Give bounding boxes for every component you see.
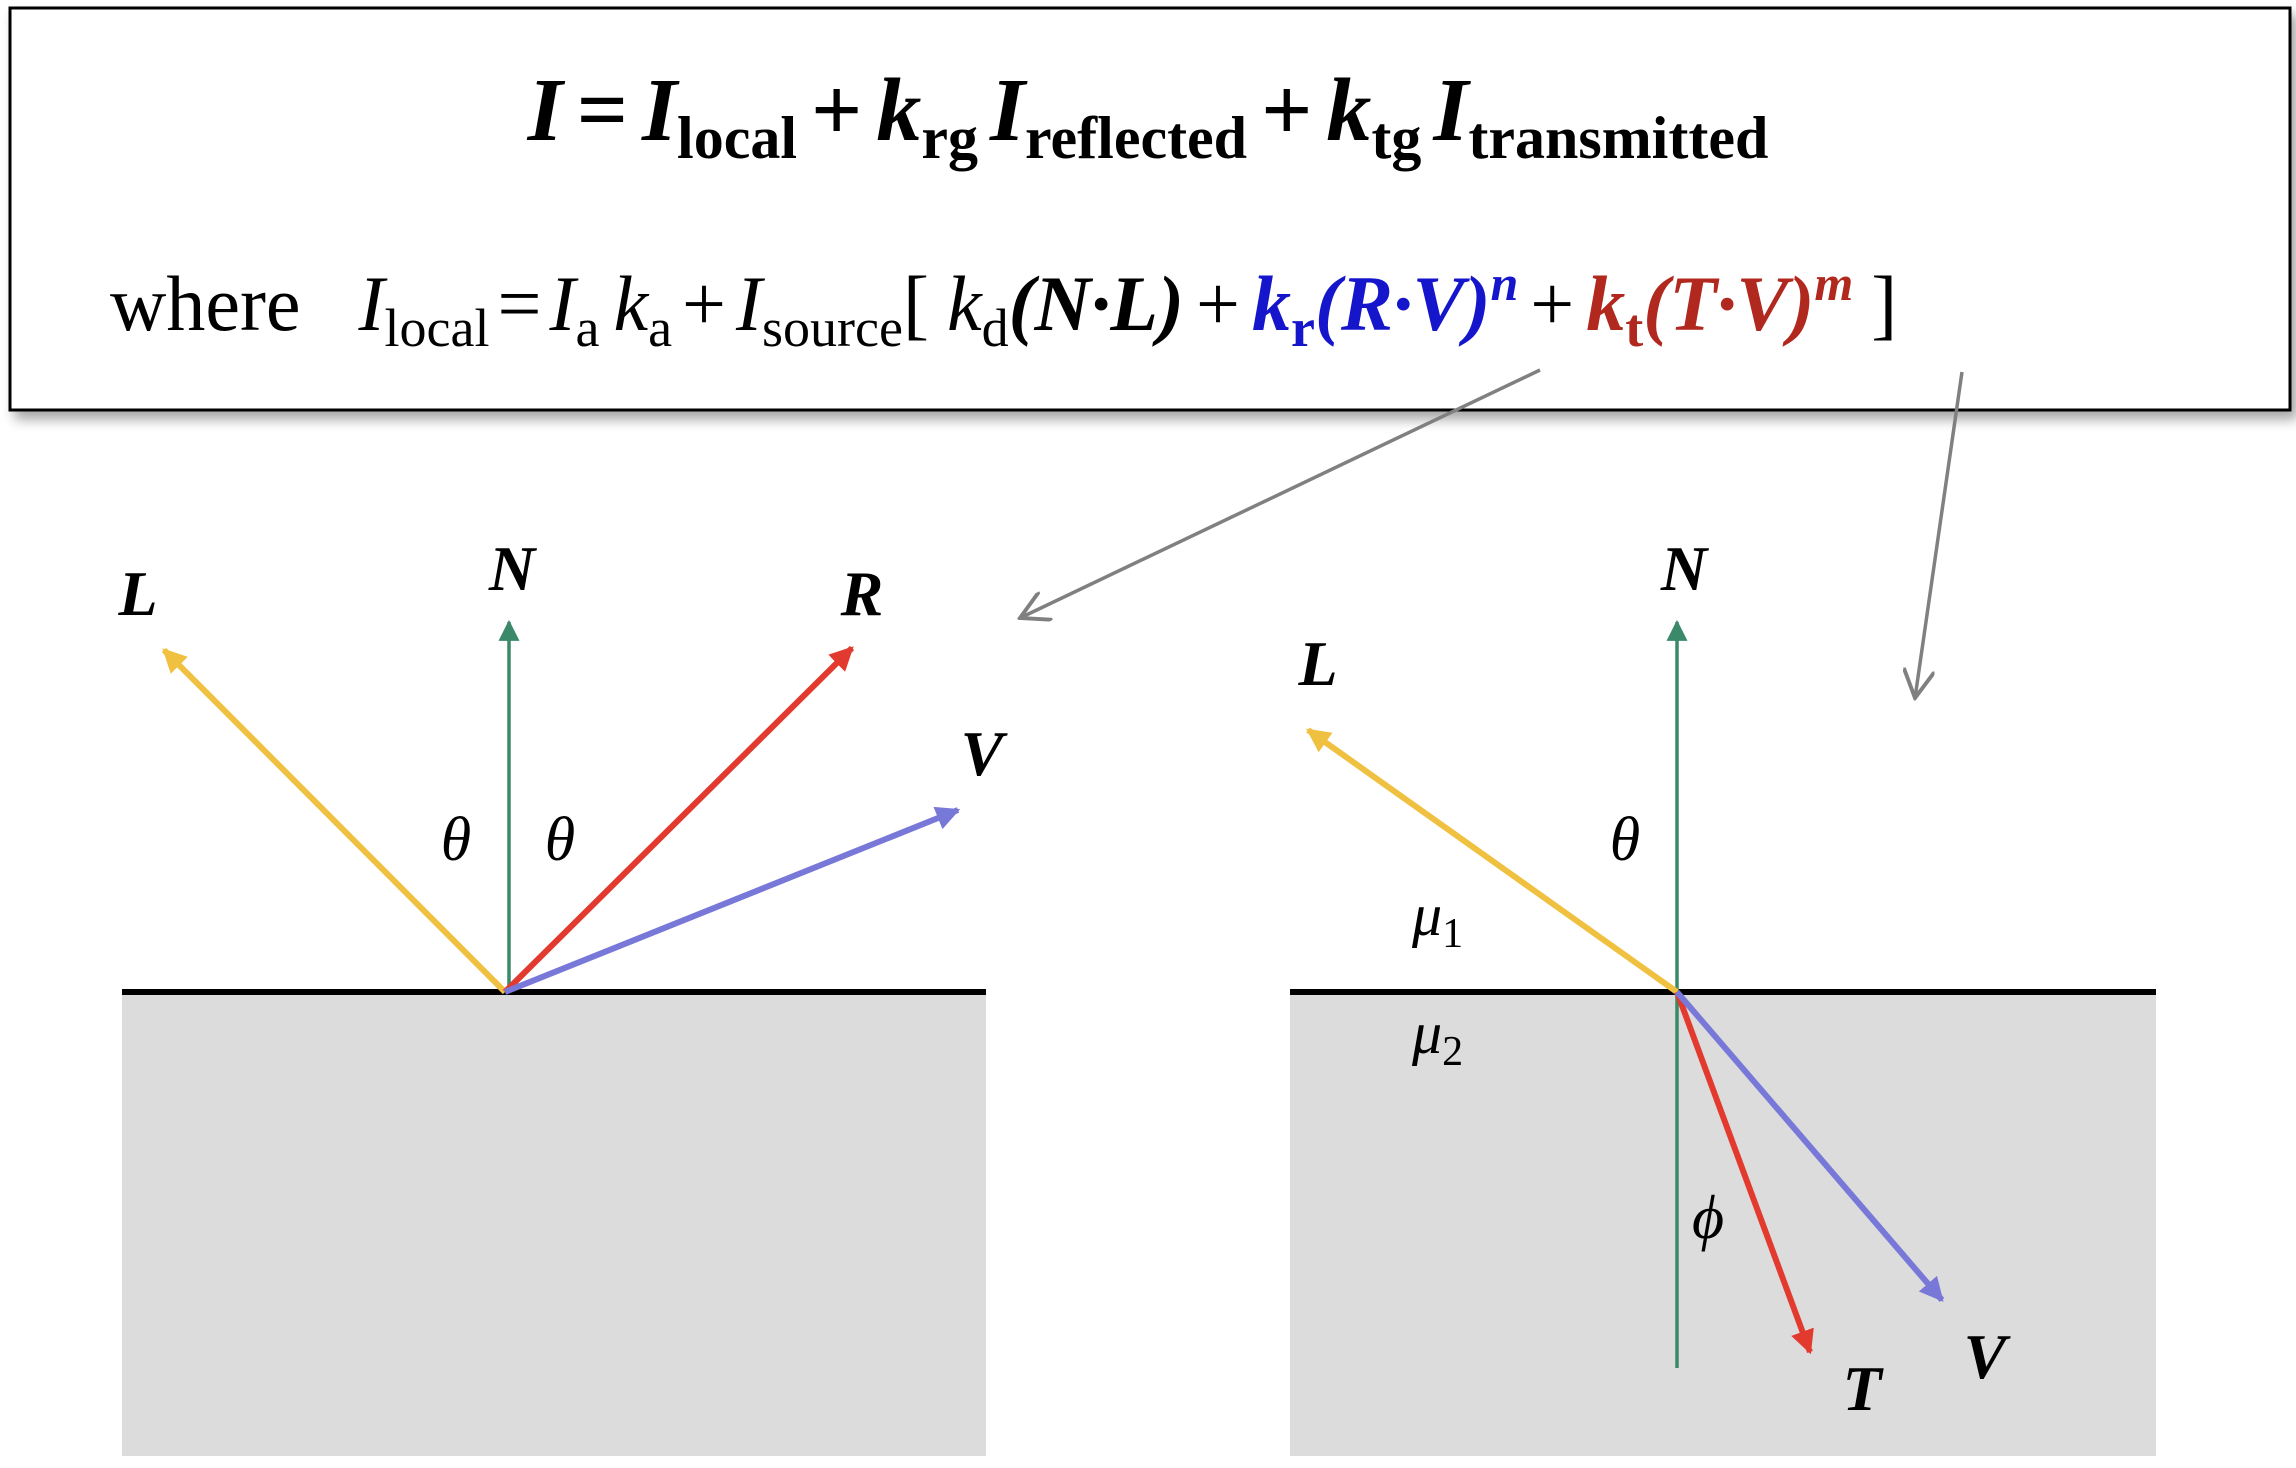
mu1-label: μ1 <box>1411 882 1463 957</box>
transmitted-vector <box>1674 990 1814 1355</box>
label-R: R <box>840 558 884 629</box>
label-N-right: N <box>1660 533 1710 604</box>
view-vector-right <box>1674 990 1945 1302</box>
light-vector-left <box>161 647 508 995</box>
label-L-left: L <box>117 558 157 629</box>
light-vector-right <box>1306 727 1679 995</box>
label-V-right: V <box>1964 1321 2012 1392</box>
surface-left <box>122 992 986 1456</box>
pointer-arrow-reflection <box>1020 368 1541 618</box>
reflected-vector <box>502 645 855 995</box>
label-L-right: L <box>1297 628 1337 699</box>
label-T: T <box>1842 1353 1884 1424</box>
equation-box <box>8 6 2292 412</box>
label-V-left: V <box>961 718 1009 789</box>
theta-right-label: θ <box>545 806 575 874</box>
phi-label: ϕ <box>1692 1184 1724 1252</box>
label-N-left: N <box>488 533 538 604</box>
theta-label-right: θ <box>1610 806 1640 874</box>
view-vector-left <box>503 806 961 995</box>
surface-right <box>1290 992 2156 1456</box>
mu2-label: μ2 <box>1411 1000 1463 1075</box>
pointer-arrow-transmission <box>1915 371 1964 698</box>
transmission-diagram: N L θ μ1 μ2 ϕ T V <box>1290 533 2156 1456</box>
theta-left-label: θ <box>441 806 471 874</box>
reflection-diagram: L N R V θ θ <box>117 533 1009 1456</box>
